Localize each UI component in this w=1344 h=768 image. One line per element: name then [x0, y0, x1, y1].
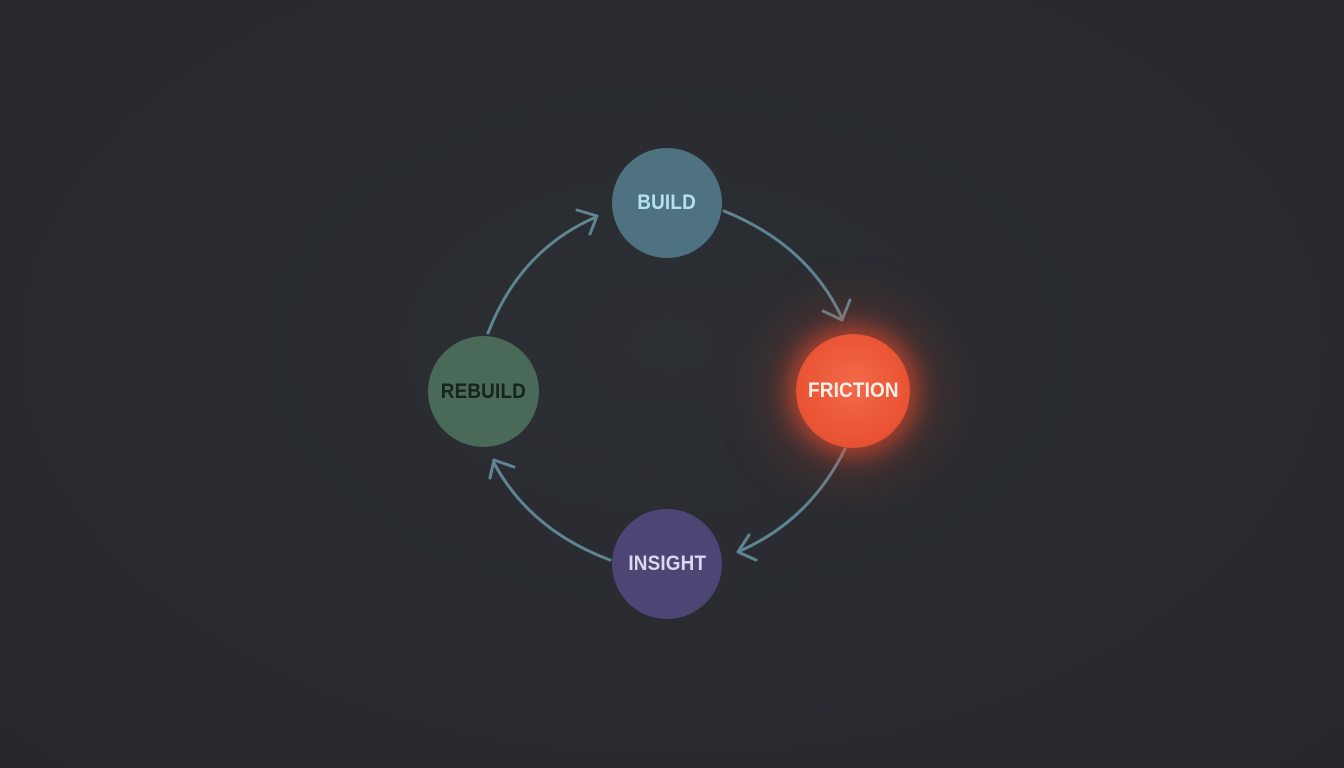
- node-label-insight: INSIGHT: [628, 552, 706, 575]
- arrowhead-rebuild-to-build: [575, 208, 599, 236]
- arrowhead-friction-to-insight: [736, 533, 758, 562]
- arrow-friction-to-insight: [738, 447, 847, 553]
- node-rebuild: REBUILD: [428, 336, 539, 447]
- arrow-rebuild-to-build: [486, 215, 598, 335]
- node-label-build: BUILD: [637, 191, 697, 214]
- arrow-insight-to-rebuild: [492, 461, 612, 562]
- node-insight: INSIGHT: [612, 509, 722, 619]
- node-label-rebuild: REBUILD: [440, 379, 527, 403]
- node-build: BUILD: [612, 148, 722, 258]
- arrowhead-build-to-friction: [821, 298, 852, 322]
- arrow-build-to-friction: [722, 209, 844, 320]
- arrowhead-insight-to-rebuild: [488, 458, 516, 480]
- node-friction: FRICTION: [796, 334, 910, 448]
- node-label-friction: FRICTION: [807, 379, 899, 402]
